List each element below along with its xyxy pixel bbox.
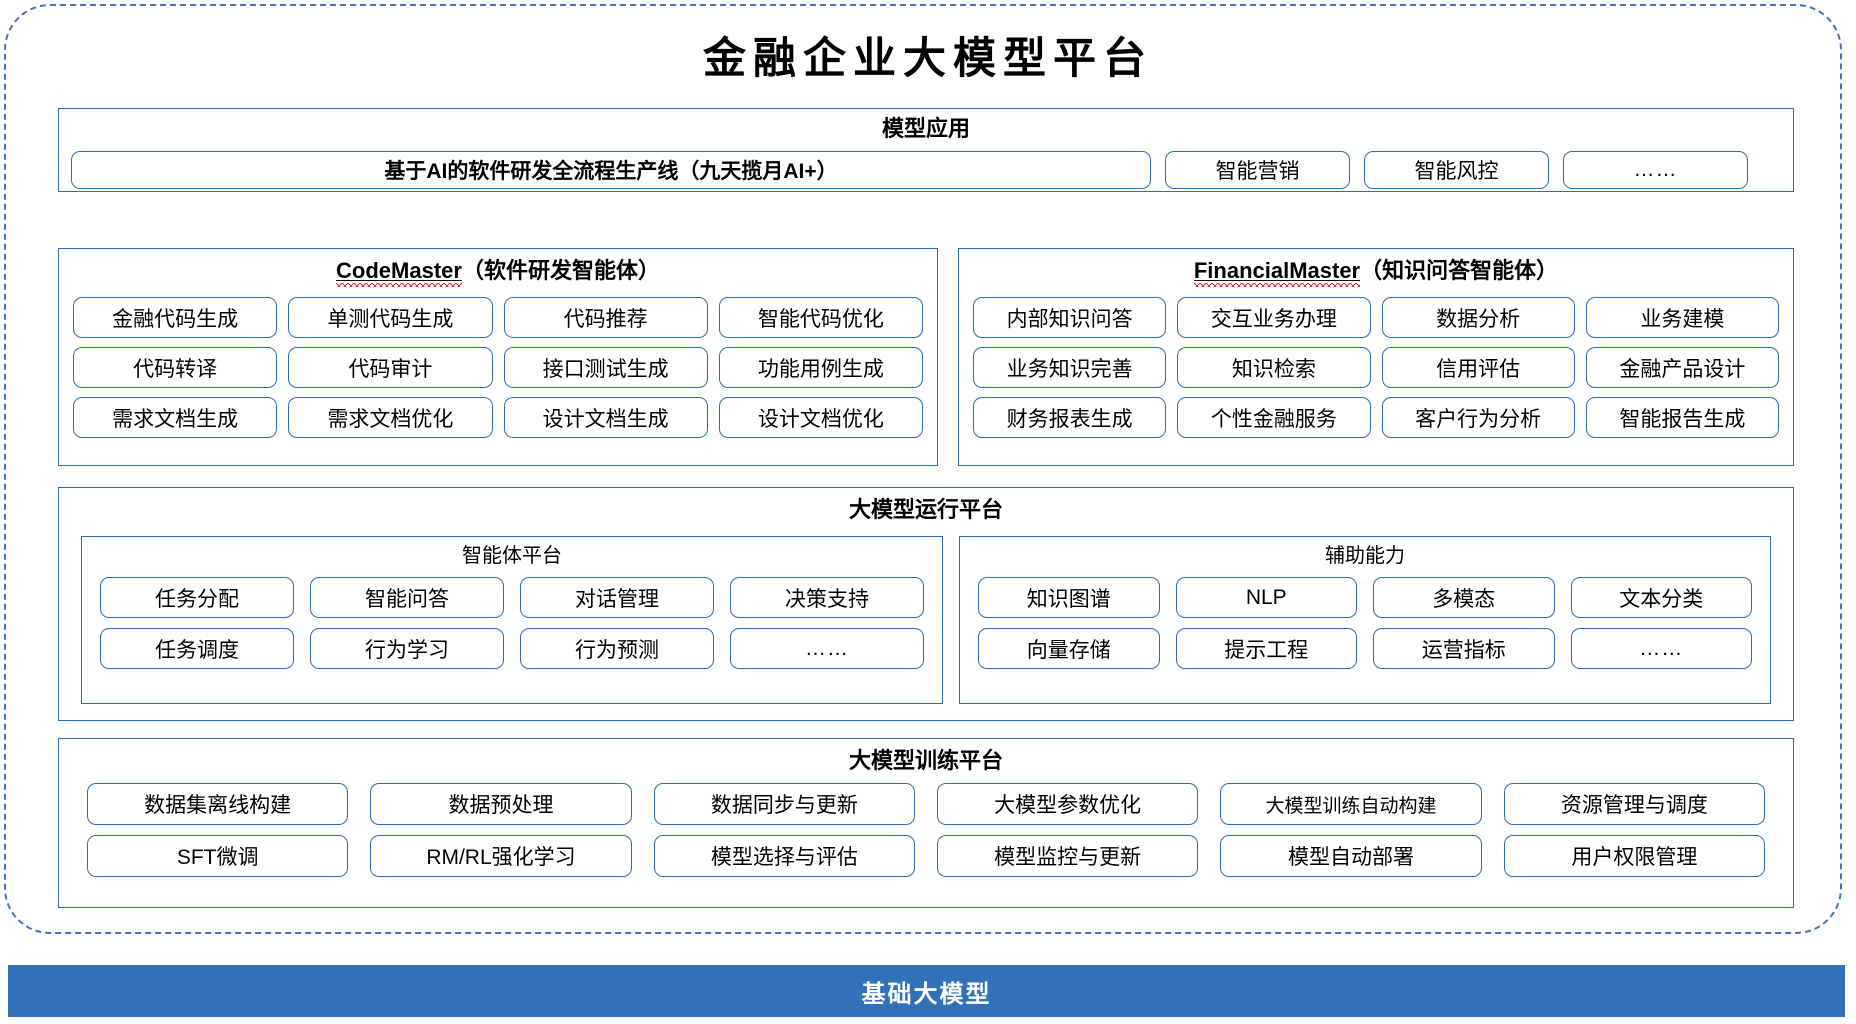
- pill-model-app-2[interactable]: ……: [1563, 151, 1748, 189]
- subsection-title-agent-platform: 智能体平台: [462, 545, 562, 567]
- pill-financial-master-9[interactable]: 个性金融服务: [1177, 397, 1371, 438]
- pill-financial-master-2[interactable]: 数据分析: [1381, 297, 1575, 338]
- pill-financial-master-7[interactable]: 金融产品设计: [1585, 347, 1779, 388]
- pill-train-platform-8[interactable]: 模型选择与评估: [653, 835, 915, 877]
- section-run-platform: 大模型运行平台 智能体平台 任务分配 智能问答 对话管理 决策支持 任务调度 行…: [58, 487, 1794, 721]
- subsection-aux-capability: 辅助能力 知识图谱 NLP 多模态 文本分类 向量存储 提示工程 运营指标 ……: [959, 536, 1771, 704]
- agent-platform-grid: 任务分配 智能问答 对话管理 决策支持 任务调度 行为学习 行为预测 ……: [100, 577, 924, 669]
- section-title-financial-master: FinancialMaster（知识问答智能体）: [959, 258, 1793, 287]
- section-code-master: CodeMaster（软件研发智能体） 金融代码生成 单测代码生成 代码推荐 智…: [58, 248, 938, 466]
- pill-financial-master-11[interactable]: 智能报告生成: [1585, 397, 1779, 438]
- pill-code-master-3[interactable]: 智能代码优化: [718, 297, 923, 338]
- pill-aux-capability-0[interactable]: 知识图谱: [978, 577, 1160, 618]
- pill-agent-platform-5[interactable]: 行为学习: [310, 628, 504, 669]
- pill-code-master-9[interactable]: 需求文档优化: [288, 397, 493, 438]
- pill-code-master-5[interactable]: 代码审计: [288, 347, 493, 388]
- code-master-name: CodeMaster: [336, 258, 462, 287]
- pill-train-platform-5[interactable]: 资源管理与调度: [1503, 783, 1765, 825]
- pill-model-app-0[interactable]: 智能营销: [1165, 151, 1350, 189]
- pill-agent-platform-2[interactable]: 对话管理: [520, 577, 714, 618]
- pill-agent-platform-7[interactable]: ……: [730, 628, 924, 669]
- pill-code-master-10[interactable]: 设计文档生成: [503, 397, 708, 438]
- pill-train-platform-6[interactable]: SFT微调: [87, 835, 349, 877]
- pill-financial-master-1[interactable]: 交互业务办理: [1177, 297, 1371, 338]
- pill-aux-capability-1[interactable]: NLP: [1175, 577, 1357, 618]
- foundation-model-label: 基础大模型: [861, 980, 992, 1008]
- section-train-platform: 大模型训练平台 数据集离线构建 数据预处理 数据同步与更新 大模型参数优化 大模…: [58, 738, 1794, 908]
- pill-train-platform-4[interactable]: 大模型训练自动构建: [1220, 783, 1482, 825]
- code-master-grid: 金融代码生成 单测代码生成 代码推荐 智能代码优化 代码转译 代码审计 接口测试…: [73, 297, 923, 438]
- pill-code-master-11[interactable]: 设计文档优化: [718, 397, 923, 438]
- pill-financial-master-6[interactable]: 信用评估: [1381, 347, 1575, 388]
- section-title-train-platform: 大模型训练平台: [848, 748, 1003, 773]
- pill-financial-master-5[interactable]: 知识检索: [1177, 347, 1371, 388]
- pill-code-master-0[interactable]: 金融代码生成: [73, 297, 278, 338]
- pill-agent-platform-3[interactable]: 决策支持: [730, 577, 924, 618]
- pill-code-master-1[interactable]: 单测代码生成: [288, 297, 493, 338]
- pill-aux-capability-7[interactable]: ……: [1570, 628, 1752, 669]
- pill-financial-master-8[interactable]: 财务报表生成: [973, 397, 1167, 438]
- code-master-suffix: （软件研发智能体）: [461, 258, 660, 283]
- pill-code-master-2[interactable]: 代码推荐: [503, 297, 708, 338]
- section-model-application: 模型应用 基于AI的软件研发全流程生产线（九天揽月AI+） 智能营销 智能风控 …: [58, 108, 1794, 192]
- pill-aux-capability-6[interactable]: 运营指标: [1373, 628, 1555, 669]
- pill-train-platform-11[interactable]: 用户权限管理: [1503, 835, 1765, 877]
- section-financial-master: FinancialMaster（知识问答智能体） 内部知识问答 交互业务办理 数…: [958, 248, 1794, 466]
- train-platform-grid: 数据集离线构建 数据预处理 数据同步与更新 大模型参数优化 大模型训练自动构建 …: [87, 783, 1765, 877]
- pill-financial-master-4[interactable]: 业务知识完善: [973, 347, 1167, 388]
- financial-master-suffix: （知识问答智能体）: [1360, 258, 1559, 283]
- pill-code-master-7[interactable]: 功能用例生成: [718, 347, 923, 388]
- pill-ai-pipeline[interactable]: 基于AI的软件研发全流程生产线（九天揽月AI+）: [71, 151, 1151, 189]
- pill-agent-platform-0[interactable]: 任务分配: [100, 577, 294, 618]
- pill-code-master-4[interactable]: 代码转译: [73, 347, 278, 388]
- pill-aux-capability-3[interactable]: 文本分类: [1570, 577, 1752, 618]
- pill-aux-capability-4[interactable]: 向量存储: [978, 628, 1160, 669]
- pill-train-platform-7[interactable]: RM/RL强化学习: [370, 835, 632, 877]
- pill-train-platform-9[interactable]: 模型监控与更新: [937, 835, 1199, 877]
- outer-dashed-frame: [4, 4, 1842, 934]
- pill-aux-capability-5[interactable]: 提示工程: [1175, 628, 1357, 669]
- pill-train-platform-0[interactable]: 数据集离线构建: [87, 783, 349, 825]
- pill-financial-master-10[interactable]: 客户行为分析: [1381, 397, 1575, 438]
- pill-code-master-6[interactable]: 接口测试生成: [503, 347, 708, 388]
- financial-master-name: FinancialMaster: [1193, 258, 1361, 287]
- pill-train-platform-1[interactable]: 数据预处理: [370, 783, 632, 825]
- aux-capability-grid: 知识图谱 NLP 多模态 文本分类 向量存储 提示工程 运营指标 ……: [978, 577, 1752, 669]
- pill-train-platform-3[interactable]: 大模型参数优化: [937, 783, 1199, 825]
- pill-aux-capability-2[interactable]: 多模态: [1373, 577, 1555, 618]
- pill-agent-platform-4[interactable]: 任务调度: [100, 628, 294, 669]
- foundation-model-banner: 基础大模型: [8, 965, 1845, 1017]
- section-title-code-master: CodeMaster（软件研发智能体）: [59, 258, 937, 287]
- subsection-title-aux-capability: 辅助能力: [1325, 545, 1405, 567]
- section-title-run-platform: 大模型运行平台: [848, 497, 1003, 522]
- subsection-agent-platform: 智能体平台 任务分配 智能问答 对话管理 决策支持 任务调度 行为学习 行为预测…: [81, 536, 943, 704]
- pill-train-platform-2[interactable]: 数据同步与更新: [653, 783, 915, 825]
- pill-train-platform-10[interactable]: 模型自动部署: [1220, 835, 1482, 877]
- pill-agent-platform-6[interactable]: 行为预测: [520, 628, 714, 669]
- pill-code-master-8[interactable]: 需求文档生成: [73, 397, 278, 438]
- pill-financial-master-3[interactable]: 业务建模: [1585, 297, 1779, 338]
- page-title: 金融企业大模型平台: [703, 34, 1153, 84]
- pill-model-app-1[interactable]: 智能风控: [1364, 151, 1549, 189]
- pill-financial-master-0[interactable]: 内部知识问答: [973, 297, 1167, 338]
- pill-agent-platform-1[interactable]: 智能问答: [310, 577, 504, 618]
- section-title-model-application: 模型应用: [881, 116, 970, 141]
- financial-master-grid: 内部知识问答 交互业务办理 数据分析 业务建模 业务知识完善 知识检索 信用评估…: [973, 297, 1779, 438]
